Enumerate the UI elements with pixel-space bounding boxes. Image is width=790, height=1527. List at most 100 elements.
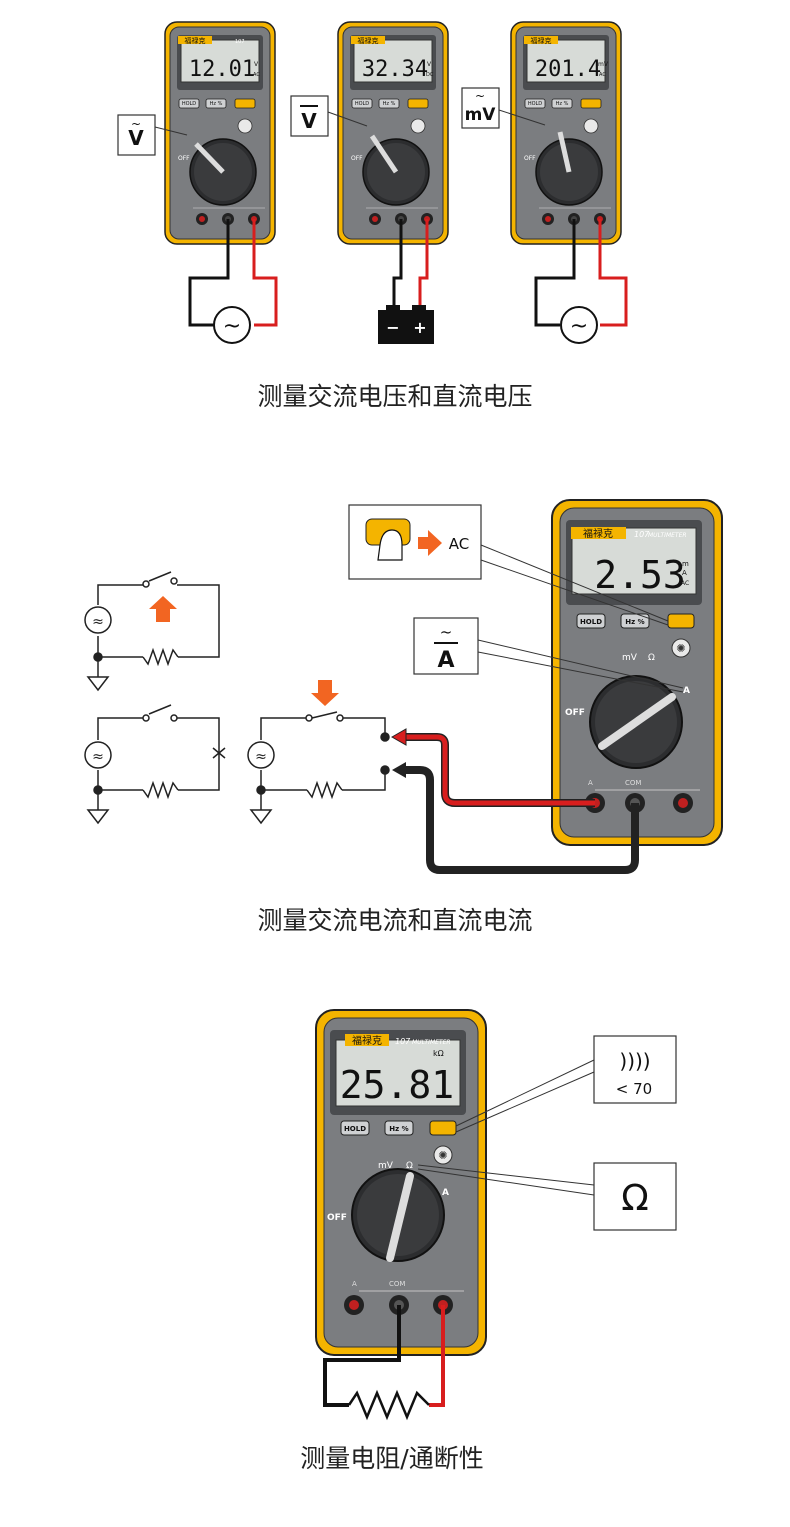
jack-com-label: COM [625,779,641,787]
test-leads-2: − + [378,219,434,344]
arrow-up-icon [149,596,177,622]
lcd-mode: AC [681,580,689,587]
meter-ac-voltage: 福禄克 107 12.01 V AC HOLD Hz % OFF [164,21,276,245]
svg-text:≈: ≈ [92,749,104,765]
battery-icon [378,310,434,344]
meter-current: 福禄克 107 MULTIMETER 2.53 m A AC HOLD Hz %… [551,499,723,846]
callout-cont-text: < 70 [616,1080,652,1098]
svg-text:−: − [386,318,399,337]
callout-ac-text: AC [449,535,469,553]
svg-text:~: ~ [475,89,485,103]
resistor-icon [347,1389,430,1421]
test-leads-resistance [323,1305,445,1421]
callout-mv-label: mV [465,105,497,125]
dial-off-label: OFF [327,1213,347,1223]
hold-button[interactable] [576,613,606,629]
callout-v-ac: V ~ [117,114,188,156]
lcd-mode: AC [253,72,260,78]
callout-amp: ~ A [413,617,684,693]
test-leads-current [405,733,639,874]
lcd-reading: 2.53 [594,553,686,597]
brand-logo: 福禄克 [583,527,613,540]
backlight-button[interactable] [671,638,691,658]
callout-v-label: V [301,109,317,133]
callout-mv: ~ mV [461,87,546,129]
svg-text:+: + [413,318,426,337]
model-subtitle: MULTIMETER [648,532,687,539]
brand-logo: 福禄克 [531,36,552,45]
meter-ac-millivolt: 福禄克 201.4 mV AC HOLD Hz % OFF [510,21,622,245]
svg-text:Hz %: Hz % [625,618,644,626]
callout-ac-button: AC [348,504,669,626]
svg-text:Hz %: Hz % [389,1125,408,1133]
hold-button[interactable]: HOLD [355,101,369,107]
dial-amp-label: A [442,1188,449,1198]
test-leads-3: ~ [534,219,628,344]
jack-com-label: COM [389,1280,405,1288]
dial-off-label: OFF [178,155,190,162]
svg-text:HOLD: HOLD [580,618,602,626]
circuit-measure [247,711,390,825]
ac-source-icon [560,306,598,344]
dial-pointer [386,1172,414,1262]
arrow-right-icon [418,530,442,556]
svg-text:HOLD: HOLD [344,1125,366,1133]
meter-resistance: 福禄克 107 MULTIMETER 25.81 kΩ HOLD Hz % ✺ … [315,1009,487,1356]
svg-text:≈: ≈ [92,614,104,630]
caption-resistance: 测量电阻/通断性 [300,1444,484,1473]
dial-pointer [598,693,676,750]
callout-v-label: V [128,126,144,150]
lcd-reading: 32.34 [362,57,428,82]
yellow-button[interactable] [667,613,695,629]
dial-pointer[interactable] [557,131,572,173]
lcd-unit: mV [598,61,609,68]
lcd-unit: A [682,569,687,577]
lcd-reading: 201.4 [535,57,601,82]
dial-off-label: OFF [351,155,363,162]
test-leads-1: ~ [188,219,278,344]
lcd-mode: DC [426,72,434,78]
dial-ohm-label: Ω [406,1161,413,1171]
model-label: 107 [634,530,650,539]
callout-v-dc: V [290,95,368,137]
model-label: 107 [395,1037,411,1046]
lcd-reading: 12.01 [189,57,255,82]
backlight-button[interactable] [433,1145,453,1165]
circuit-open [84,704,226,825]
brand-logo: 福禄克 [352,1034,382,1047]
callout-continuity: )))) < 70 [455,1035,677,1133]
dial-off-label: OFF [524,155,536,162]
jack-a-label: A [352,1280,357,1288]
arrow-down-icon [311,680,339,706]
lcd-reading: 25.81 [340,1063,454,1107]
dial-pointer[interactable] [194,142,225,174]
brand-logo: 福禄克 [185,36,206,45]
hz-button[interactable]: Hz % [210,101,223,107]
brand-logo-badge [178,36,212,44]
callout-amp-label: A [437,648,454,673]
hz-button[interactable]: Hz % [383,101,396,107]
dial-ohm-label: Ω [648,653,655,663]
dial-pointer[interactable] [369,134,399,174]
svg-text:~: ~ [223,314,241,339]
brand-logo: 福禄克 [358,36,379,45]
ac-source-icon [213,306,251,344]
lcd-unit: V [427,61,432,68]
hold-button[interactable] [340,1120,370,1136]
lcd-mode: AC [599,72,606,78]
hold-button[interactable]: HOLD [182,101,196,107]
dial-mv-label: mV [378,1161,394,1171]
model-subtitle: MULTIMETER [412,1039,451,1046]
svg-text:~: ~ [440,623,453,641]
svg-text:~: ~ [570,314,588,339]
dial-amp-label: A [683,686,690,696]
yellow-button[interactable] [429,1120,457,1136]
sound-icon: )))) [619,1049,650,1073]
hz-button[interactable]: Hz % [556,101,569,107]
hz-button[interactable] [384,1120,414,1136]
jack-a-label: A [588,779,593,787]
hold-button[interactable]: HOLD [528,101,542,107]
sun-icon: ✺ [438,1149,447,1162]
lcd-unit-prefix: m [682,560,689,568]
